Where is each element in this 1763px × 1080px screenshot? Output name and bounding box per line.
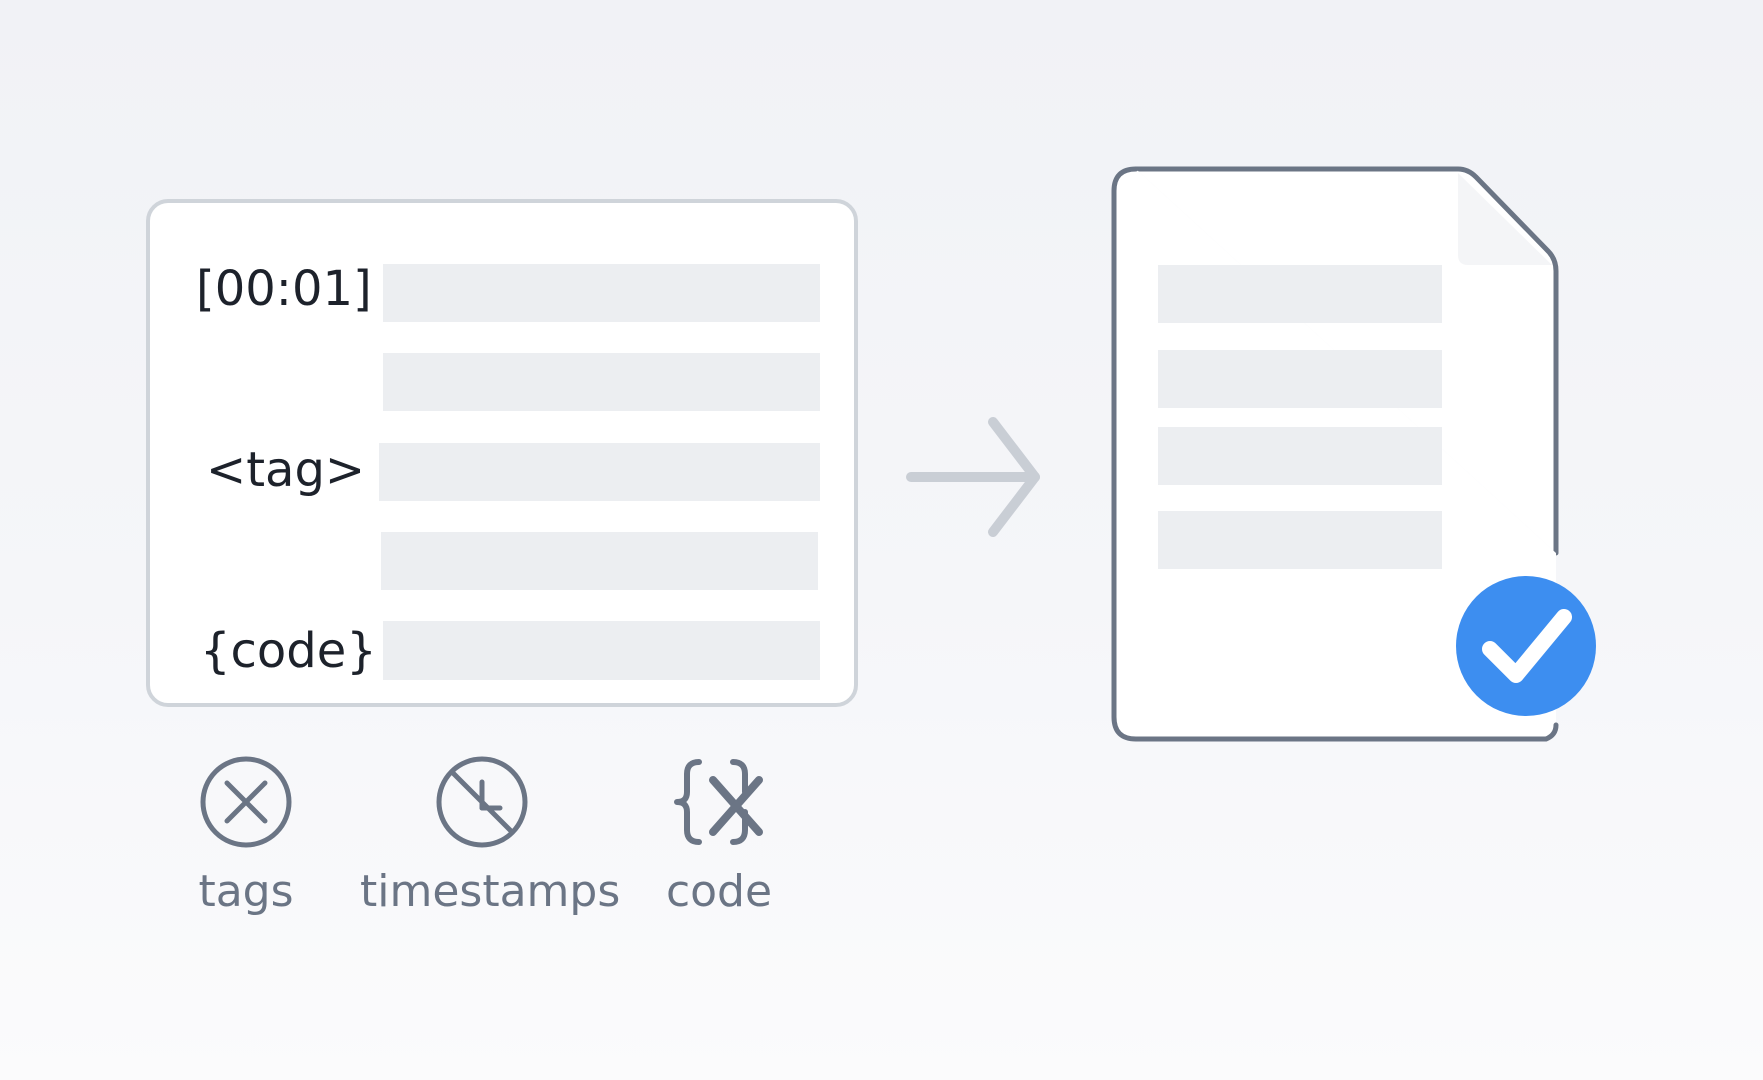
braces-x-icon (674, 759, 763, 845)
content-bar (383, 621, 820, 680)
code-label: {code} (200, 623, 377, 679)
doc-line-bar (1158, 427, 1442, 485)
no-clock-icon (436, 756, 528, 848)
filter-timestamps: timestamps (360, 752, 621, 917)
tag-label: <tag> (206, 442, 366, 498)
clean-document-icon (1111, 166, 1559, 742)
content-bar (381, 532, 818, 590)
doc-line-bar (1158, 350, 1442, 408)
doc-line-bar (1158, 511, 1442, 569)
content-bar (379, 443, 820, 501)
filter-code-label: code (665, 866, 773, 917)
content-bar (383, 264, 820, 322)
filter-code: code (660, 752, 778, 914)
circle-x-icon (200, 756, 292, 848)
content-bar (383, 353, 820, 411)
source-panel: [00:01] <tag> {code} (146, 199, 858, 707)
arrow-right-icon (906, 417, 1040, 537)
filter-tags-label: tags (198, 866, 294, 917)
doc-line-bar (1158, 265, 1442, 323)
checkmark-badge-icon (1456, 576, 1596, 716)
filter-tags: tags (178, 752, 314, 914)
filter-timestamps-label: timestamps (360, 866, 621, 917)
timestamp-label: [00:01] (196, 261, 372, 317)
